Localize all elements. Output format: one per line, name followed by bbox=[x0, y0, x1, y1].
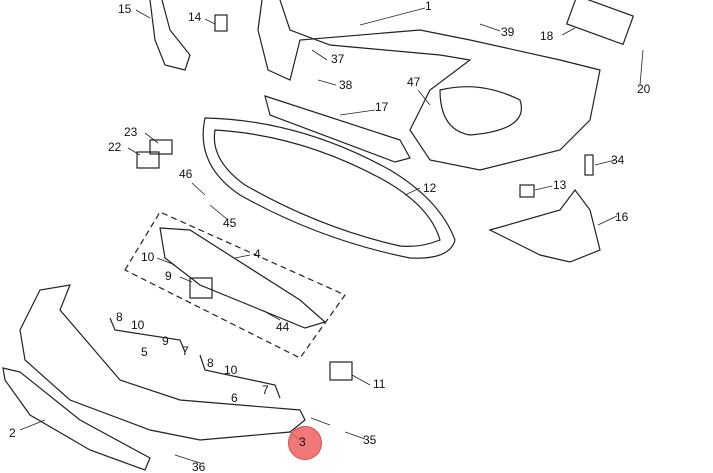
callout-34[interactable]: 34 bbox=[611, 153, 625, 167]
callout-8[interactable]: 8 bbox=[207, 356, 214, 370]
callout-22[interactable]: 22 bbox=[108, 140, 122, 154]
callout-10[interactable]: 10 bbox=[224, 363, 238, 377]
callout-37[interactable]: 37 bbox=[331, 52, 345, 66]
part-11 bbox=[329, 361, 353, 381]
part-18 bbox=[565, 0, 635, 46]
callout-45[interactable]: 45 bbox=[223, 216, 237, 230]
highlight-circle[interactable] bbox=[288, 426, 322, 460]
callout-5[interactable]: 5 bbox=[141, 345, 148, 359]
callout-39[interactable]: 39 bbox=[501, 25, 515, 39]
callout-7[interactable]: 7 bbox=[182, 344, 189, 358]
callout-9[interactable]: 9 bbox=[165, 269, 172, 283]
part-17-absorber bbox=[264, 95, 411, 163]
part-2-skid bbox=[2, 367, 151, 471]
callout-15[interactable]: 15 bbox=[118, 2, 132, 16]
part-9 bbox=[189, 277, 213, 299]
callout-20[interactable]: 20 bbox=[637, 82, 651, 96]
part-34 bbox=[584, 154, 594, 176]
callout-11[interactable]: 11 bbox=[373, 377, 386, 391]
callout-18[interactable]: 18 bbox=[540, 29, 554, 43]
callout-13[interactable]: 13 bbox=[553, 178, 567, 192]
callout-16[interactable]: 16 bbox=[615, 210, 629, 224]
callout-2[interactable]: 2 bbox=[9, 426, 16, 440]
callout-38[interactable]: 38 bbox=[339, 78, 353, 92]
callout-8[interactable]: 8 bbox=[116, 310, 123, 324]
callout-9[interactable]: 9 bbox=[162, 334, 169, 348]
part-12-grille-frame bbox=[202, 117, 456, 259]
callout-7[interactable]: 7 bbox=[262, 383, 269, 397]
part-13 bbox=[519, 184, 535, 198]
part-3-lower-fascia bbox=[19, 284, 306, 441]
part-bumper-cover bbox=[257, 0, 601, 171]
callout-14[interactable]: 14 bbox=[188, 10, 202, 24]
callout-36[interactable]: 36 bbox=[192, 460, 206, 473]
callout-4[interactable]: 4 bbox=[254, 247, 261, 261]
part-15-bracket bbox=[149, 0, 191, 71]
part-23 bbox=[149, 139, 173, 155]
part-14 bbox=[214, 14, 228, 32]
part-4-lower-grille bbox=[159, 227, 327, 329]
callout-6[interactable]: 6 bbox=[231, 391, 238, 405]
callout-44[interactable]: 44 bbox=[276, 320, 290, 334]
part-16-foglamp bbox=[488, 189, 601, 263]
callout-23[interactable]: 23 bbox=[124, 125, 138, 139]
callout-46[interactable]: 46 bbox=[179, 167, 193, 181]
callout-3[interactable]: 3 bbox=[299, 435, 306, 449]
callout-1[interactable]: 1 bbox=[425, 0, 432, 13]
callout-47[interactable]: 47 bbox=[407, 75, 421, 89]
callout-10[interactable]: 10 bbox=[131, 318, 145, 332]
part-22 bbox=[136, 151, 160, 169]
callout-10[interactable]: 10 bbox=[141, 250, 155, 264]
callout-17[interactable]: 17 bbox=[375, 100, 389, 114]
callout-35[interactable]: 35 bbox=[363, 433, 377, 447]
callout-12[interactable]: 12 bbox=[423, 181, 437, 195]
